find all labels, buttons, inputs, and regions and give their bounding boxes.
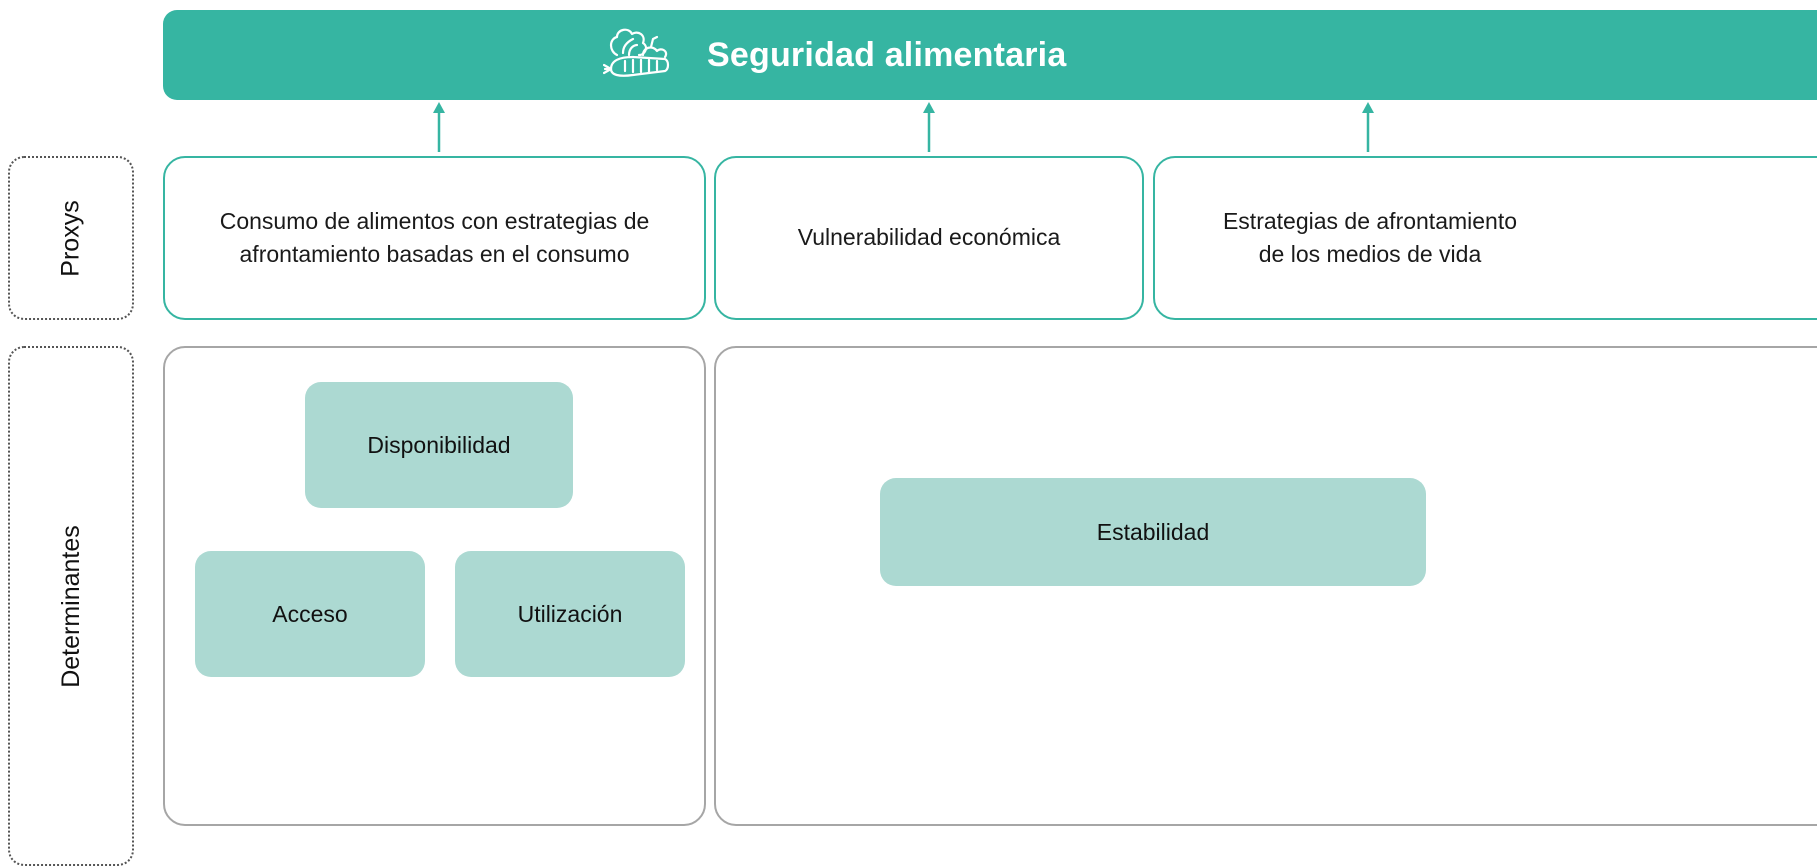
determinants-group-left: Disponibilidad Acceso Utilización	[163, 346, 706, 826]
proxy-box-consumo: Consumo de alimentos con estrategias de …	[163, 156, 706, 320]
determinants-group-right: Estabilidad	[714, 346, 1817, 826]
tile-label: Estabilidad	[1096, 518, 1210, 545]
side-label-determinantes: Determinantes	[8, 346, 134, 866]
proxy-label: Vulnerabilidad económica	[797, 224, 1061, 251]
tile-label: Acceso	[272, 600, 348, 627]
tile-estabilidad: Estabilidad	[880, 478, 1426, 586]
tile-label: Disponibilidad	[367, 431, 511, 458]
proxy-label: Consumo de alimentos con estrategias de …	[219, 207, 650, 267]
side-label-text: Determinantes	[56, 524, 85, 688]
arrow-up-icon	[923, 102, 935, 152]
side-label-text: Proxys	[56, 199, 85, 277]
proxy-box-vulnerabilidad: Vulnerabilidad económica	[714, 156, 1144, 320]
header-banner: Seguridad alimentaria	[163, 10, 1817, 100]
tile-label: Utilización	[517, 600, 623, 627]
vegetables-icon	[603, 28, 670, 77]
page-title: Seguridad alimentaria	[707, 35, 1067, 74]
arrow-up-icon	[433, 102, 445, 152]
tile-disponibilidad: Disponibilidad	[305, 382, 573, 508]
header-content: Seguridad alimentaria	[603, 10, 1066, 100]
proxy-label: Estrategias de afrontamiento de los medi…	[1222, 207, 1518, 267]
side-label-proxys: Proxys	[8, 156, 134, 320]
tile-acceso: Acceso	[195, 551, 425, 677]
tile-utilizacion: Utilización	[455, 551, 685, 677]
proxy-box-estrategias: Estrategias de afrontamiento de los medi…	[1153, 156, 1817, 320]
arrow-up-icon	[1362, 102, 1374, 152]
